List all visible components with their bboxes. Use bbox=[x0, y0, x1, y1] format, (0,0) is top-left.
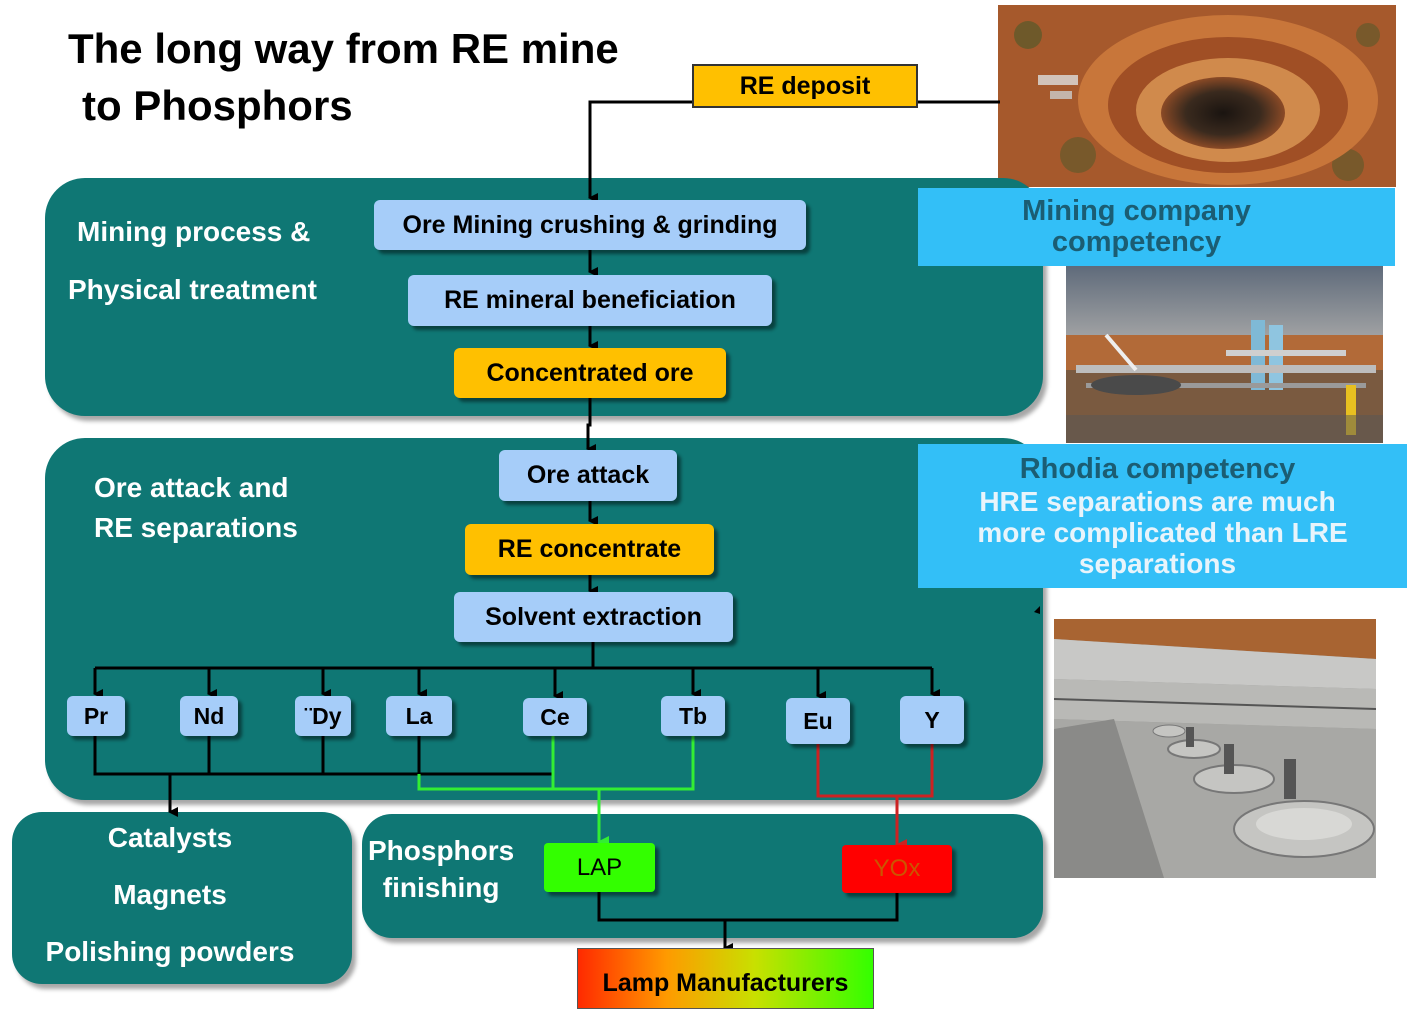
ore-attack-step-label: Ore attack bbox=[526, 461, 650, 489]
beneficiation-step-label: RE mineral beneficiation bbox=[444, 286, 736, 314]
solvent-extraction-step-label: Solvent extraction bbox=[485, 602, 702, 631]
separation-panel-label: Ore attack and RE separations bbox=[94, 468, 298, 548]
yox-label: YOx bbox=[873, 855, 921, 882]
element-ce-label: Ce bbox=[540, 703, 570, 730]
element-tb-label: Tb bbox=[678, 702, 708, 729]
re-concentrate-step-label: RE concentrate bbox=[497, 535, 682, 563]
phosphors-panel-label: Phosphors finishing bbox=[368, 832, 514, 906]
mining-panel-label-line1: Mining process & bbox=[77, 216, 311, 247]
rhodia-competency-line2: more complicated than LRE bbox=[977, 517, 1348, 548]
phosphors-panel-label-line2: finishing bbox=[382, 872, 500, 903]
concentrated-ore-step-label: Concentrated ore bbox=[486, 358, 694, 387]
re-concentrate-step: RE concentrate bbox=[465, 524, 714, 575]
lamp-manufacturers-box: Lamp Manufacturers bbox=[577, 948, 874, 1009]
mining-competency-line2: competency bbox=[1051, 226, 1222, 258]
page-title: The long way from RE mine to Phosphors bbox=[68, 20, 619, 134]
element-y-label: Y bbox=[924, 706, 940, 733]
application-magnets: Magnets bbox=[113, 879, 227, 910]
separation-panel-label-line1: Ore attack and bbox=[94, 472, 289, 503]
separation-panel-label-line2: RE separations bbox=[94, 512, 298, 543]
application-catalysts: Catalysts bbox=[107, 822, 233, 853]
application-polishing-powders: Polishing powders bbox=[45, 936, 295, 967]
element-la: La bbox=[386, 696, 452, 736]
concentrated-ore-step: Concentrated ore bbox=[454, 348, 726, 398]
element-dy-label: ¨Dy bbox=[304, 702, 342, 729]
ore-attack-step: Ore attack bbox=[499, 450, 677, 501]
element-pr: Pr bbox=[67, 696, 125, 736]
separation-tanks-photo bbox=[1054, 619, 1376, 878]
element-nd-label: Nd bbox=[193, 702, 225, 729]
applications-panel bbox=[12, 812, 352, 984]
re-deposit-box: RE deposit bbox=[692, 64, 918, 108]
mining-competency-callout: Mining company competency bbox=[918, 188, 1395, 266]
element-eu-label: Eu bbox=[803, 707, 833, 734]
rhodia-competency-line3: separations bbox=[1078, 548, 1237, 579]
phosphors-panel-label-line1: Phosphors bbox=[368, 835, 515, 866]
open-pit-mine-photo bbox=[998, 5, 1396, 187]
lamp-manufacturers-label: Lamp Manufacturers bbox=[602, 969, 849, 997]
element-ce: Ce bbox=[523, 698, 587, 736]
title-line-2: to Phosphors bbox=[82, 82, 353, 129]
lap-box: LAP bbox=[544, 843, 655, 892]
element-tb: Tb bbox=[661, 696, 725, 736]
rhodia-competency-line1: HRE separations are much bbox=[979, 486, 1336, 517]
beneficiation-step: RE mineral beneficiation bbox=[408, 275, 772, 326]
ore-mining-step: Ore Mining crushing & grinding bbox=[374, 200, 806, 250]
element-dy: ¨Dy bbox=[295, 696, 351, 736]
ore-mining-step-label: Ore Mining crushing & grinding bbox=[402, 210, 778, 239]
mining-panel-label-line2: Physical treatment bbox=[68, 274, 317, 305]
element-nd: Nd bbox=[180, 696, 238, 736]
re-deposit-label: RE deposit bbox=[739, 71, 871, 100]
mining-competency-line1: Mining company bbox=[1022, 195, 1251, 227]
rhodia-competency-title: Rhodia competency bbox=[1019, 453, 1296, 485]
title-line-1: The long way from RE mine bbox=[68, 25, 619, 72]
element-pr-label: Pr bbox=[83, 702, 109, 729]
rhodia-competency-callout: Rhodia competency HRE separations are mu… bbox=[918, 444, 1407, 588]
solvent-extraction-step: Solvent extraction bbox=[454, 592, 733, 642]
element-y: Y bbox=[900, 696, 964, 744]
element-eu: Eu bbox=[786, 698, 850, 744]
element-la-label: La bbox=[405, 702, 433, 729]
mining-panel-label: Mining process & Physical treatment bbox=[68, 203, 317, 319]
yox-box: YOx bbox=[842, 845, 952, 893]
lap-label: LAP bbox=[576, 853, 623, 881]
processing-plant-photo bbox=[1066, 265, 1383, 443]
